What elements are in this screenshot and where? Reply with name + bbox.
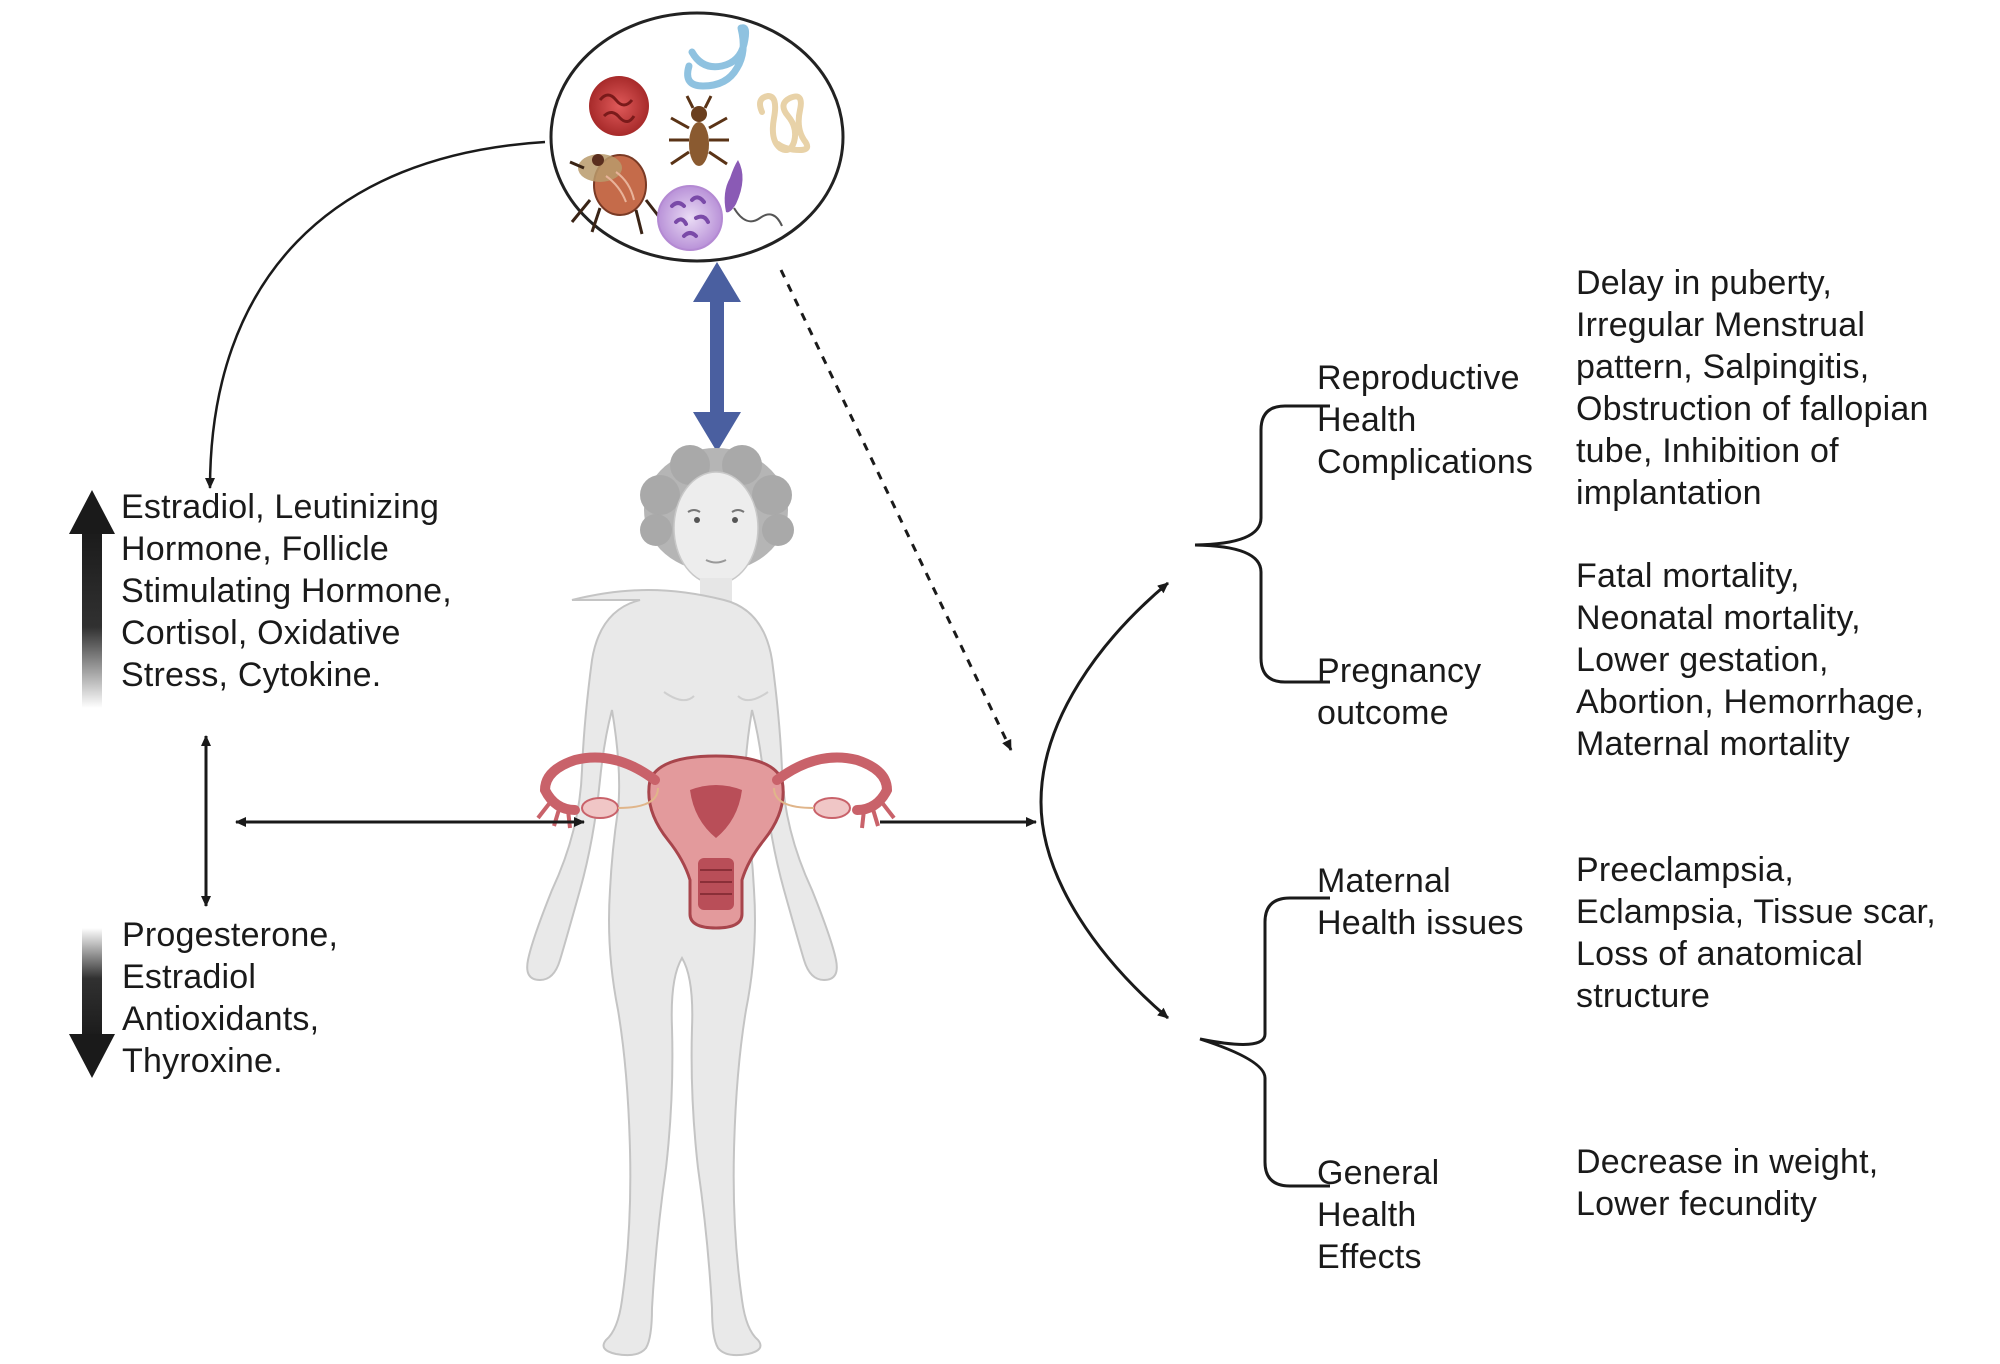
outcome-details-general: Decrease in weight, Lower fecundity xyxy=(1576,1143,1879,1223)
outcome-details-pregnancy: Fatal mortality, Neonatal mortality, Low… xyxy=(1576,557,1925,763)
tapeworm-icon xyxy=(757,92,811,154)
red-cell-parasite-icon xyxy=(589,76,649,136)
decrease-arrow-icon xyxy=(69,928,115,1078)
parasites-cluster xyxy=(549,11,845,263)
split-arrow-up xyxy=(1039,581,1169,803)
outcome-heading-general: General Health Effects xyxy=(1317,1154,1440,1276)
outcome-heading-pregnancy: Pregnancy outcome xyxy=(1317,652,1482,732)
decreased-hormones-label: Progesterone, Estradiol Antioxidants, Th… xyxy=(122,916,339,1080)
purple-cell-parasite-icon xyxy=(657,185,723,251)
dashed-arrow xyxy=(779,269,1013,751)
woman-figure xyxy=(526,445,838,1357)
curve-arrow-to-hormones xyxy=(205,140,546,489)
brace-upper xyxy=(1194,404,1330,684)
outcome-details-maternal: Preeclampsia, Eclampsia, Tissue scar, Lo… xyxy=(1576,851,1936,1015)
worm-icon xyxy=(684,24,750,90)
tick-icon xyxy=(669,95,729,166)
blue-double-arrow xyxy=(693,262,741,452)
uterus-icon xyxy=(536,752,896,930)
brace-lower xyxy=(1199,896,1330,1188)
increase-arrow-icon xyxy=(69,490,115,708)
trypanosome-icon xyxy=(724,160,783,227)
outcome-heading-maternal: Maternal Health issues xyxy=(1317,862,1524,942)
fly-icon xyxy=(569,154,662,235)
outcome-heading-reproductive: Reproductive Health Complications xyxy=(1317,359,1534,481)
increased-hormones-label: Estradiol, Leutinizing Hormone, Follicle… xyxy=(121,488,452,694)
split-arrow-down xyxy=(1039,801,1169,1020)
outcome-details-reproductive: Delay in puberty, Irregular Menstrual pa… xyxy=(1576,264,1929,512)
